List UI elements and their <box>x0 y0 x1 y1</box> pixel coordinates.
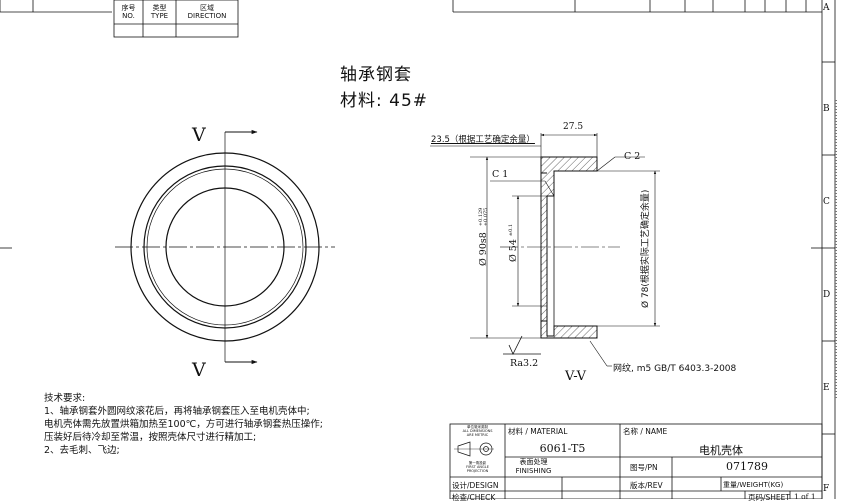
projection-caption-line: FIRST ANGLE <box>466 465 489 469</box>
tech-requirement-line: 1、轴承钢套外圆网纹滚花后，再将轴承钢套压入至电机壳体中; <box>44 406 310 417</box>
front-view <box>115 129 335 365</box>
zone-letter-a: A <box>823 3 830 13</box>
check-label: 检查/CHECK <box>452 493 496 502</box>
roughness-symbol <box>503 335 541 355</box>
top-border <box>0 0 822 13</box>
zone-letter-c: C <box>823 197 830 207</box>
dia-knurl: Ø 78(根据实际工艺确定余量) <box>641 189 651 308</box>
rev-header-type-cn: 类型 <box>152 4 167 12</box>
section-view <box>500 156 620 339</box>
tech-requirement-line: 压装好后待冷却至常温，按照壳体尺寸进行精加工; <box>44 432 257 443</box>
dia-inner-label: Ø 54 ±0.1 <box>508 224 519 262</box>
knurl-note: 网纹, m5 GB/T 6403.3-2008 <box>613 364 737 374</box>
rev-header-type-en: TYPE <box>150 12 169 20</box>
projection-caption: 第一角投影 FIRST ANGLE PROJECTION <box>452 461 503 473</box>
tech-requirements: 技术要求: 1、轴承钢套外圆网纹滚花后，再将轴承钢套压入至电机壳体中; 电机壳体… <box>44 392 323 457</box>
projection-caption-line: 第一角投影 <box>468 461 487 465</box>
sheet-value: 1 of 1 <box>794 492 816 501</box>
rev-label: 版本/REV <box>630 481 663 490</box>
rev-header-direction-en: DIRECTION <box>187 12 227 20</box>
tech-requirement-line: 2、去毛刺、飞边; <box>44 445 120 456</box>
rev-header-no-en: NO. <box>122 12 135 20</box>
first-angle-projection-icon <box>454 441 494 457</box>
dia-outer-label: Ø 90s8 +0.129 +0.075 <box>478 207 490 266</box>
projection-note-line: ARE METRIC <box>466 433 489 437</box>
material-line: 材料: 45# <box>340 91 429 111</box>
section-mark-bottom: V <box>192 359 206 381</box>
sheet-label: 页码/SHEET <box>748 493 790 502</box>
design-label: 设计/DESIGN <box>452 481 499 490</box>
dia-outer-tolerance: +0.129 +0.075 <box>478 207 489 227</box>
section-view-label: V-V <box>565 369 587 384</box>
projection-note-line: 单位毫米英制 <box>467 425 488 429</box>
part-title: 轴承钢套 <box>340 65 412 85</box>
zone-letter-e: E <box>823 383 830 393</box>
right-zone-border <box>821 0 837 499</box>
zone-letter-d: D <box>823 290 831 300</box>
material-value: 6061-T5 <box>539 442 586 455</box>
projection-note: 单位毫米英制 ALL DIMENSIONS ARE METRIC <box>452 425 503 437</box>
dia-inner: Ø 54 <box>508 239 520 262</box>
rev-header-no-cn: 序号 <box>121 4 136 12</box>
rev-header-direction-cn: 区域 <box>200 4 214 12</box>
revision-table <box>113 0 239 38</box>
dimension-lines <box>430 133 660 367</box>
chamfer-inner: C 1 <box>492 169 509 180</box>
weight-label: 重量/WEIGHT(KG) <box>723 481 784 489</box>
section-mark-top: V <box>192 124 206 146</box>
finishing-label-en: FINISHING <box>515 467 552 475</box>
projection-caption-line: PROJECTION <box>466 469 489 473</box>
pn-value: 071789 <box>726 460 768 473</box>
roughness-value: Ra3.2 <box>510 358 539 369</box>
title-block-grid <box>449 423 823 499</box>
dia-inner-tol: ±0.1 <box>508 223 514 237</box>
tech-requirement-line: 电机壳体需先放置烘箱加热至100℃，方可进行轴承钢套热压操作; <box>44 419 324 430</box>
dim-top-allowance: 23.5（根据工艺确定余量） <box>431 135 535 145</box>
dia-outer-tol-lower: +0.075 <box>482 207 489 227</box>
rev-header-direction: 区域 DIRECTION <box>176 4 238 20</box>
tech-requirements-heading: 技术要求: <box>44 393 86 404</box>
finishing-label: 表面处理 FINISHING <box>505 458 562 476</box>
rev-header-no: 序号 NO. <box>114 4 143 20</box>
name-value: 电机壳体 <box>699 444 743 457</box>
chamfer-outer: C 2 <box>624 151 641 162</box>
finishing-label-cn: 表面处理 <box>519 458 548 466</box>
zone-letter-b: B <box>823 104 830 114</box>
dia-outer: Ø 90s8 <box>478 232 489 266</box>
pn-label: 图号/PN <box>630 463 658 472</box>
name-label: 名称 / NAME <box>623 427 668 436</box>
projection-note-line: ALL DIMENSIONS <box>462 429 493 433</box>
material-label: 材料 / MATERIAL <box>508 427 568 436</box>
zone-letter-f: F <box>823 484 830 494</box>
dim-width: 27.5 <box>563 122 584 132</box>
rev-header-type: 类型 TYPE <box>143 4 176 20</box>
